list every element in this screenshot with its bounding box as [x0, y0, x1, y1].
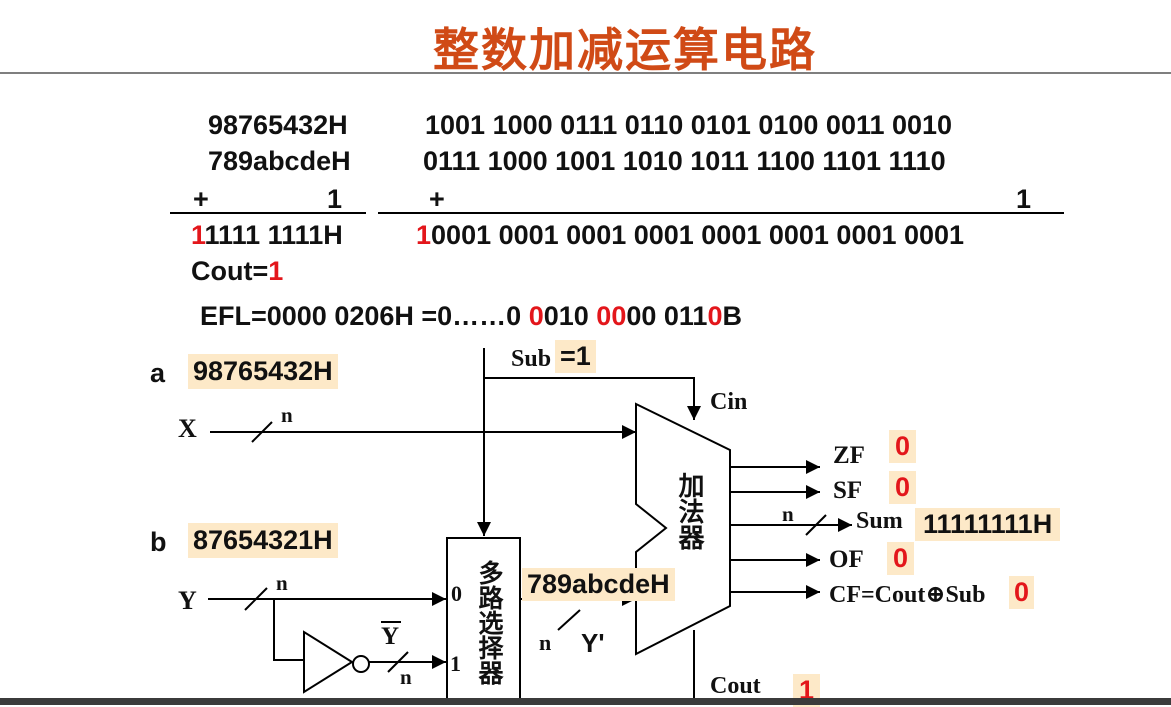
- sum-bus-slash: [805, 514, 827, 536]
- operand-a-value: 98765432H: [188, 354, 338, 389]
- inverter-triangle: [303, 630, 354, 694]
- bin-result-rest: 0001 0001 0001 0001 0001 0001 0001 0001: [431, 220, 965, 250]
- operand-b-value: 87654321H: [188, 523, 338, 558]
- sf-label: SF: [833, 477, 863, 504]
- zf-label: ZF: [833, 442, 865, 469]
- cout-label: Cout=: [191, 256, 269, 286]
- yprime-label: Y': [581, 628, 605, 658]
- bin-operand-b: 0111 1000 1001 1010 1011 1100 1101 1110: [423, 146, 946, 176]
- cout-line: Cout=1: [191, 256, 283, 287]
- mux-output-value: 789abcdeH: [522, 568, 675, 601]
- yprime-bus-slash: [557, 609, 581, 631]
- sub-to-cin-wire: [484, 377, 701, 420]
- bin-sum-rule: [378, 212, 1064, 214]
- efl-bit-cf: 0: [528, 301, 544, 331]
- operand-a-label: a: [150, 358, 166, 388]
- efl-mid-2: 00 011: [626, 301, 708, 331]
- efl-suffix: B: [722, 301, 742, 331]
- page-title: 整数加减运算电路: [433, 23, 817, 77]
- y-width-n: n: [276, 571, 288, 595]
- hex-plus-sign: +: [193, 184, 209, 214]
- cf-label: CF=Cout⊕Sub: [829, 582, 986, 608]
- mux-shape: [446, 537, 521, 705]
- efl-line: EFL=0000 0206H =0……0 0010 0000 0110B: [200, 301, 742, 332]
- cout-output-label: Cout: [710, 673, 761, 699]
- sf-value: 0: [889, 471, 917, 504]
- inverter-bubble: [352, 655, 370, 673]
- cin-label: Cin: [710, 389, 748, 415]
- efl-prefix: EFL=0000 0206H =0……0: [200, 301, 529, 331]
- efl-bit-sf-zf: 00: [596, 301, 627, 331]
- yprime-width-n: n: [539, 630, 552, 655]
- sum-width-n: n: [782, 502, 794, 526]
- hex-operand-a: 98765432H: [208, 110, 348, 140]
- hex-carry-in: 1: [327, 184, 343, 214]
- cf-value: 0: [1009, 576, 1035, 609]
- zf-value: 0: [889, 430, 917, 463]
- y-bus-slash: [244, 587, 268, 611]
- sub-label: Sub: [511, 346, 552, 372]
- sub-value: =1: [555, 340, 596, 373]
- x-label: X: [178, 414, 197, 443]
- hex-result: 11111 1111H: [191, 220, 343, 251]
- bin-result: 10001 0001 0001 0001 0001 0001 0001 0001: [416, 220, 964, 251]
- hex-operand-b: 789abcdeH: [208, 146, 351, 176]
- efl-bit-of: 0: [707, 301, 723, 331]
- bin-result-carry: 1: [416, 220, 432, 250]
- x-width-n: n: [281, 403, 293, 427]
- mux-input-1: 1: [450, 651, 461, 676]
- of-label: OF: [829, 546, 864, 573]
- bin-plus-sign: +: [429, 184, 445, 214]
- of-value: 0: [887, 542, 915, 575]
- hex-result-carry: 1: [191, 220, 205, 250]
- mux-input-0: 0: [451, 581, 462, 606]
- mux-label: 多路选择器: [475, 560, 504, 685]
- cout-value: 1: [268, 256, 284, 286]
- ybar-bus-slash: [387, 651, 409, 673]
- ybar-label: Y: [381, 623, 400, 650]
- bin-carry-in: 1: [1016, 184, 1032, 214]
- ybar-width-n: n: [400, 665, 412, 689]
- adder-shape: [635, 402, 731, 656]
- operand-b-label: b: [150, 527, 167, 557]
- bottom-bar: [0, 698, 1171, 705]
- hex-result-rest: 1111 1111H: [204, 220, 343, 250]
- sum-label: Sum: [856, 508, 903, 534]
- y-label: Y: [178, 586, 197, 615]
- efl-mid-1: 010: [543, 301, 597, 331]
- adder-label: 加法器: [674, 472, 704, 550]
- sum-value: 11111111H: [915, 508, 1061, 541]
- hex-sum-rule: [170, 212, 366, 214]
- bin-operand-a: 1001 1000 0111 0110 0101 0100 0011 0010: [425, 110, 953, 140]
- x-bus-slash: [251, 421, 273, 443]
- y-to-inverter-wire: [273, 599, 304, 661]
- title-divider: [0, 72, 1171, 74]
